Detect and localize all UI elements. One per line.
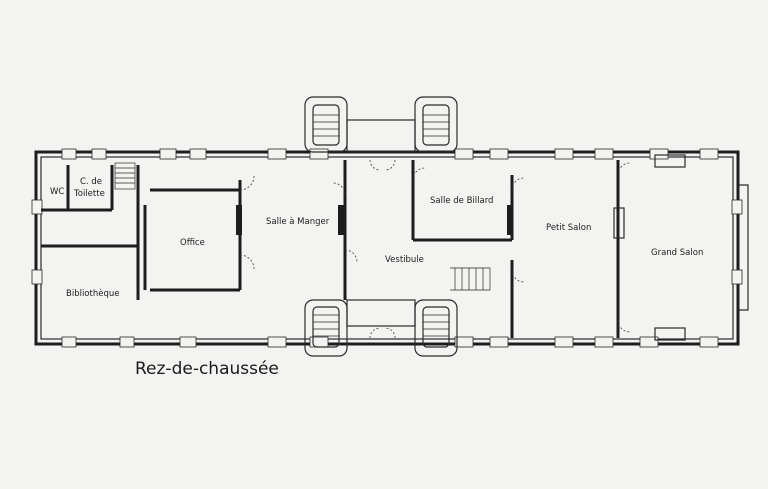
room-label-grand-salon: Grand Salon	[651, 248, 703, 258]
room-label-petit-salon: Petit Salon	[546, 223, 591, 233]
room-label-vestibule: Vestibule	[385, 255, 424, 265]
room-label-bibliotheque: Bibliothèque	[66, 288, 119, 299]
bay-window	[738, 184, 749, 311]
room-label-wc: WC	[50, 187, 64, 197]
exterior-stairs-bottom	[304, 299, 458, 357]
door-swings	[239, 159, 631, 339]
interior-walls	[41, 160, 625, 338]
room-label-office: Office	[180, 238, 205, 248]
outer-walls	[34, 150, 740, 346]
service-stair	[114, 162, 136, 190]
room-label-cabinet-line2: Toilette	[73, 189, 105, 199]
plan-title: Rez-de-chaussée	[135, 359, 279, 379]
vestibule-stair	[450, 267, 491, 291]
room-label-salle-a-manger: Salle à Manger	[266, 217, 330, 227]
fireplaces	[236, 154, 686, 341]
windows	[31, 148, 743, 348]
exterior-stairs-top	[304, 96, 458, 153]
room-label-cabinet-line1: C. de	[80, 177, 102, 187]
room-label-salle-de-billard: Salle de Billard	[430, 196, 493, 206]
